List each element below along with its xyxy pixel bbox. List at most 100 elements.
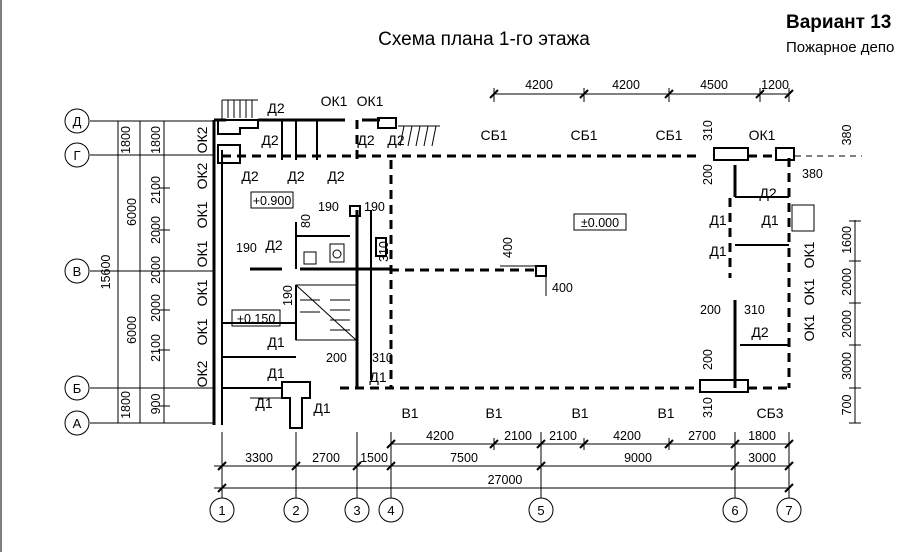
label-d2-4: Д2: [387, 132, 404, 148]
label-ok1-right-1: ОК1: [801, 241, 817, 268]
dim-left-9: 900: [149, 394, 163, 415]
svg-text:190: 190: [364, 200, 385, 214]
dim-bottom2-2: 2700: [312, 451, 340, 465]
dims-right: 380 380 1600 2000 2000 3000 700: [802, 125, 861, 424]
dim-left-4: 2000: [149, 216, 163, 244]
label-ok1-right-3: ОК1: [801, 314, 817, 341]
level-box-lower: [231, 309, 281, 327]
dims-top: 4200 4200 4500 1200: [489, 78, 794, 102]
variant-label: Вариант 13: [786, 12, 891, 33]
axis-label-4: 4: [387, 503, 394, 518]
dims-misc: 190 190 190 80 310 400 400 200 310 310 2…: [236, 120, 765, 418]
dim-left-6: 2000: [149, 294, 163, 322]
svg-text:310: 310: [701, 397, 715, 418]
dim-bottom2-1: 3300: [245, 451, 273, 465]
dim-right-2000-a: 2000: [840, 268, 854, 296]
label-d1-1: Д1: [709, 212, 726, 228]
svg-text:310: 310: [701, 120, 715, 141]
label-sb1-3: СБ1: [655, 127, 682, 143]
dim-bottom1-2: 2100: [504, 429, 532, 443]
label-ok1-top-3: ОК1: [749, 127, 776, 143]
svg-text:310: 310: [372, 351, 393, 365]
label-ok1-right-2: ОК1: [801, 278, 817, 305]
dim-bottom2-4: 7500: [450, 451, 478, 465]
label-sb1-2: СБ1: [570, 127, 597, 143]
label-v1-2: В1: [485, 405, 502, 421]
svg-text:200: 200: [326, 351, 347, 365]
level-box-zero: [573, 213, 627, 231]
label-d1-2: Д1: [761, 212, 778, 228]
svg-text:200: 200: [701, 349, 715, 370]
dim-left-2: 1800: [149, 126, 163, 154]
dim-right-1600: 1600: [840, 226, 854, 254]
level-lower: +0.150: [237, 312, 276, 326]
axis-bubble-g: [64, 142, 90, 168]
column-axis-bubbles: 1 2 3 4 5 6 7: [209, 497, 802, 523]
axis-label-7: 7: [785, 503, 792, 518]
dim-right-2000-b: 2000: [840, 310, 854, 338]
dim-bottom1-6: 1800: [748, 429, 776, 443]
label-v1-3: В1: [571, 405, 588, 421]
svg-text:200: 200: [701, 164, 715, 185]
axis-label-6: 6: [731, 503, 738, 518]
row-axis-bubbles: Д Г В Б А: [64, 108, 90, 436]
dim-top-4: 1200: [761, 78, 789, 92]
label-d2-6: Д2: [287, 168, 304, 184]
label-ok1-left-2: ОК1: [194, 240, 210, 267]
label-d1-5: Д1: [267, 365, 284, 381]
axis-label-b: Б: [73, 381, 82, 396]
label-d1-3: Д1: [709, 243, 726, 259]
axis-label-1: 1: [218, 503, 225, 518]
label-d2-9: Д2: [759, 185, 776, 201]
svg-text:190: 190: [236, 241, 257, 255]
level-marks: +0.900 +0.150 ±0.000: [231, 191, 627, 327]
axis-label-2: 2: [292, 503, 299, 518]
label-d1-4: Д1: [267, 334, 284, 350]
label-v1-1: В1: [401, 405, 418, 421]
label-ok2-left-2: ОК2: [194, 162, 210, 189]
level-box-upper: [250, 191, 294, 209]
dim-bottom1-3: 2100: [549, 429, 577, 443]
label-d1-7: Д1: [313, 400, 330, 416]
axis-bubble-a: [64, 410, 90, 436]
label-ok1-left-1: ОК1: [194, 201, 210, 228]
axis-bubble-d: [64, 108, 90, 134]
svg-text:400: 400: [552, 281, 573, 295]
dim-top-3: 4500: [700, 78, 728, 92]
label-ok1-top-2: ОК1: [357, 93, 384, 109]
dims-bottom: 4200 2100 2100 4200 2700 1800 3300 2700 …: [214, 429, 794, 494]
svg-text:190: 190: [281, 285, 295, 306]
level-upper: +0.900: [253, 194, 292, 208]
svg-text:200: 200: [700, 303, 721, 317]
label-ok2-left-3: ОК2: [194, 360, 210, 387]
dim-bottom1-5: 2700: [688, 429, 716, 443]
label-ok1-top-1: ОК1: [321, 93, 348, 109]
svg-text:310: 310: [377, 241, 391, 262]
dim-bottom1-4: 4200: [613, 429, 641, 443]
axis-label-v: В: [73, 264, 82, 279]
dim-bottom2-3: 1500: [360, 451, 388, 465]
dim-bottom2-6: 3000: [748, 451, 776, 465]
axis-label-g: Г: [73, 148, 80, 163]
dim-left-8: 2100: [149, 334, 163, 362]
axis-bubble-b: [64, 375, 90, 401]
label-d2-8: Д2: [265, 237, 282, 253]
axis-label-d: Д: [73, 114, 82, 129]
svg-text:80: 80: [299, 214, 313, 228]
dim-top-1: 4200: [525, 78, 553, 92]
axis-bubble-v: [64, 258, 90, 284]
dim-right-380-b: 380: [802, 167, 823, 181]
dim-left-mid-1: 6000: [125, 198, 139, 226]
label-ok2-left-1: ОК2: [194, 126, 210, 153]
axis-label-5: 5: [537, 503, 544, 518]
dim-left-3: 2100: [149, 176, 163, 204]
label-d2-7: Д2: [327, 168, 344, 184]
svg-text:400: 400: [501, 237, 515, 258]
dim-bottom2-5: 9000: [624, 451, 652, 465]
level-zero: ±0.000: [581, 216, 619, 230]
axis-label-3: 3: [353, 503, 360, 518]
opening-labels: ОК1 ОК1 ОК1 СБ1 СБ1 СБ1 Д2 Д2 Д2 Д2 Д2 Д…: [194, 93, 817, 421]
dim-total-width: 27000: [488, 473, 523, 487]
dim-left-1: 1800: [119, 126, 133, 154]
